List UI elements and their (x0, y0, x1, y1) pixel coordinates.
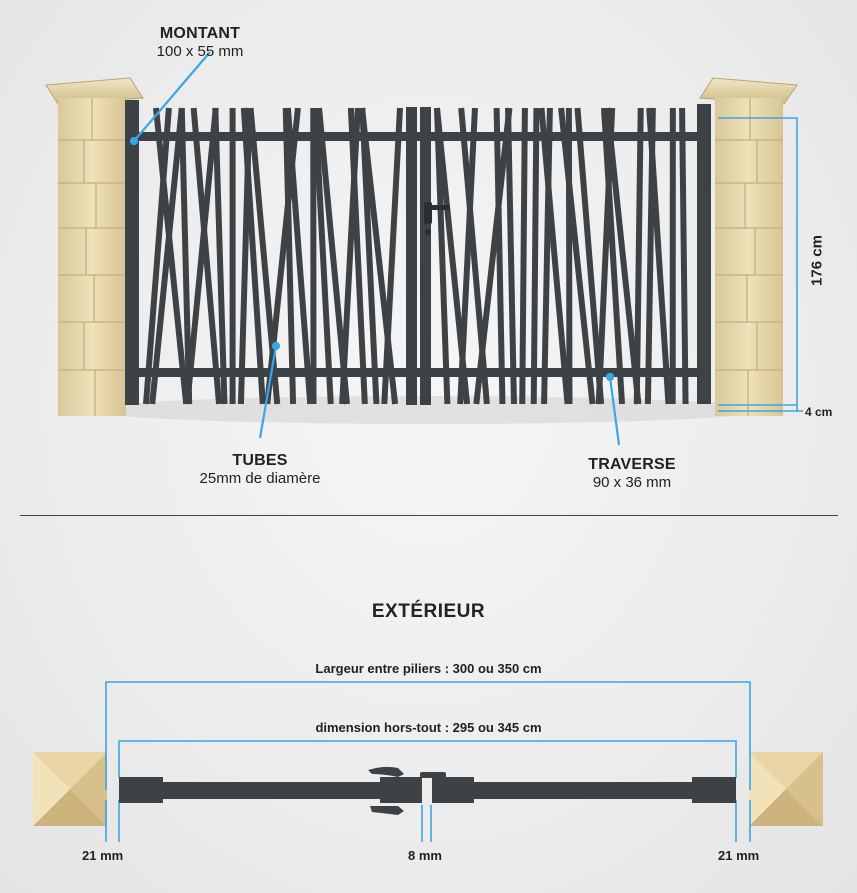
tube (493, 107, 506, 405)
tube (604, 107, 642, 405)
plan-dimension-lines (105, 681, 751, 842)
ground-gap-label: 4 cm (805, 405, 833, 419)
tube (381, 107, 403, 405)
center-stile-right (420, 107, 431, 405)
plan-right-leaf (432, 782, 732, 799)
tube (312, 107, 334, 405)
right-gap-label: 21 mm (718, 848, 760, 863)
tube (519, 107, 528, 405)
tube (574, 107, 605, 405)
tube (284, 107, 314, 405)
tubes-title: TUBES (232, 452, 288, 469)
left-pillar-top (33, 752, 107, 826)
tube (149, 107, 185, 405)
traverse-label: TRAVERSE 90 x 36 mm (562, 456, 702, 492)
tube (240, 107, 266, 405)
callout-lines (129, 51, 621, 446)
section-divider (20, 515, 838, 516)
bottom-rail (139, 368, 697, 377)
montant-leader (133, 51, 211, 142)
right-pillar (699, 77, 798, 416)
tube (600, 107, 626, 405)
plan-title: EXTÉRIEUR (371, 601, 486, 622)
width-between-pillars-line (105, 681, 751, 790)
tubes-leader (258, 345, 278, 439)
tube (143, 107, 172, 405)
tube (565, 107, 573, 405)
height-label: 176 cm (808, 235, 826, 286)
tube (457, 107, 478, 405)
right-post (697, 104, 711, 404)
traverse-size: 90 x 36 mm (592, 474, 672, 492)
height-dimension (718, 117, 803, 412)
tube (558, 107, 596, 405)
montant-label: MONTANT 100 x 55 mm (140, 25, 260, 61)
tube (505, 107, 517, 405)
plan-handle-outer (368, 766, 404, 777)
tube (282, 107, 297, 405)
traverse-leader (608, 376, 621, 446)
overall-width-line (118, 740, 737, 778)
plan-right-post (692, 777, 736, 803)
tube (178, 107, 193, 405)
tubes-size: 25mm de diamère (199, 470, 321, 488)
tube (152, 107, 190, 405)
plan-left-post (119, 777, 163, 803)
plan-left-leaf (119, 782, 419, 799)
tube (646, 107, 672, 405)
plan-right-stile (432, 777, 474, 803)
montant-size: 100 x 55 mm (156, 43, 244, 61)
left-gap-label: 21 mm (82, 848, 124, 863)
tube (212, 107, 228, 405)
plan-handle-inner (370, 806, 404, 815)
tube (473, 107, 513, 405)
gate-elevation-drawing (45, 51, 803, 446)
tube (679, 107, 689, 405)
width-between-pillars-label: Largeur entre piliers : 300 ou 350 cm (315, 661, 542, 676)
vertical-tubes (143, 107, 689, 405)
plan-left-stile (380, 777, 422, 803)
tube (347, 107, 368, 405)
tube (190, 107, 223, 405)
left-pillar (45, 77, 144, 416)
center-gap-label: 8 mm (408, 848, 442, 863)
overall-width-label: dimension hors-tout : 295 ou 345 cm (315, 720, 542, 735)
tube (184, 107, 219, 405)
plan-stop (420, 772, 446, 778)
right-pillar-top (749, 752, 823, 826)
montant-title: MONTANT (159, 25, 241, 42)
gate-leaves (125, 100, 711, 405)
door-handle (424, 202, 450, 235)
tube (538, 107, 571, 405)
tubes-label: TUBES 25mm de diamère (170, 452, 350, 488)
tube (434, 107, 451, 405)
tube (633, 107, 644, 405)
tube (541, 107, 553, 405)
tube (530, 107, 540, 405)
left-post (125, 100, 139, 405)
center-stile-left (406, 107, 417, 405)
traverse-title: TRAVERSE (588, 456, 676, 473)
top-rail (139, 132, 697, 141)
plan-gate-leaves (119, 766, 736, 815)
